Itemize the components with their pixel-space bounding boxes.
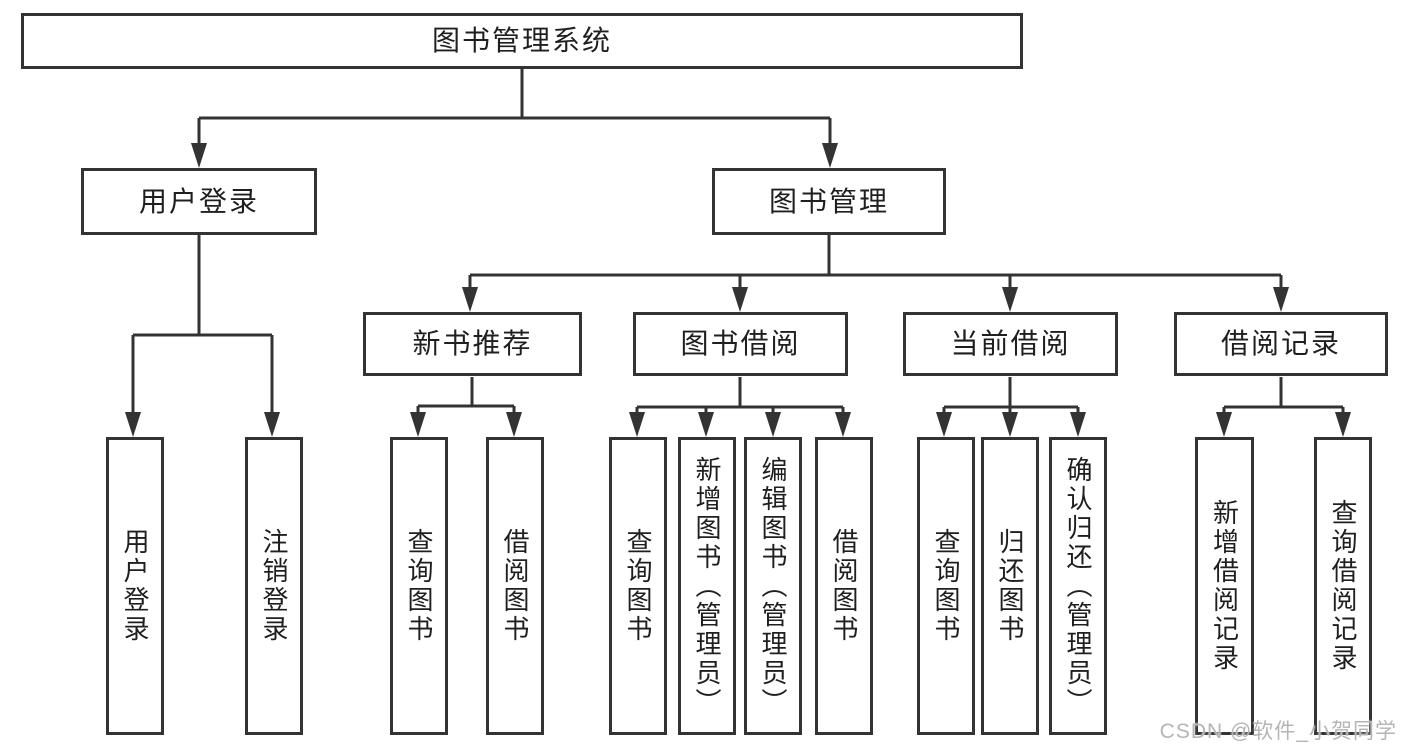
node-library-management-system: 图书管理系统 xyxy=(21,13,1023,69)
node-user-login: 用户登录 xyxy=(81,168,317,235)
leaf-user-login: 用户登录 xyxy=(106,437,164,735)
node-book-borrowing: 图书借阅 xyxy=(633,312,848,376)
leaf-cb-return-books: 归还图书 xyxy=(981,437,1039,735)
node-borrowing-records: 借阅记录 xyxy=(1174,312,1388,376)
leaf-cb-query-books: 查询图书 xyxy=(917,437,975,735)
leaf-br-query-record: 查询借阅记录 xyxy=(1314,437,1372,735)
leaf-bb-add-books-admin: 新增图书（管理员） xyxy=(678,437,736,735)
leaf-logout: 注销登录 xyxy=(245,437,303,735)
node-current-borrowing: 当前借阅 xyxy=(903,312,1118,376)
leaf-nbr-query-books: 查询图书 xyxy=(390,437,448,735)
leaf-bb-edit-books-admin: 编辑图书（管理员） xyxy=(744,437,802,735)
node-new-book-recommend: 新书推荐 xyxy=(363,312,582,376)
leaf-nbr-borrow-books: 借阅图书 xyxy=(486,437,544,735)
leaf-cb-confirm-return-admin: 确认归还（管理员） xyxy=(1049,437,1107,735)
leaf-bb-borrow-books: 借阅图书 xyxy=(815,437,873,735)
csdn-watermark: CSDN @软件_小贺同学 xyxy=(1159,720,1397,743)
leaf-br-add-record: 新增借阅记录 xyxy=(1195,437,1254,735)
node-book-management: 图书管理 xyxy=(712,168,946,235)
leaf-bb-query-books: 查询图书 xyxy=(609,437,667,735)
